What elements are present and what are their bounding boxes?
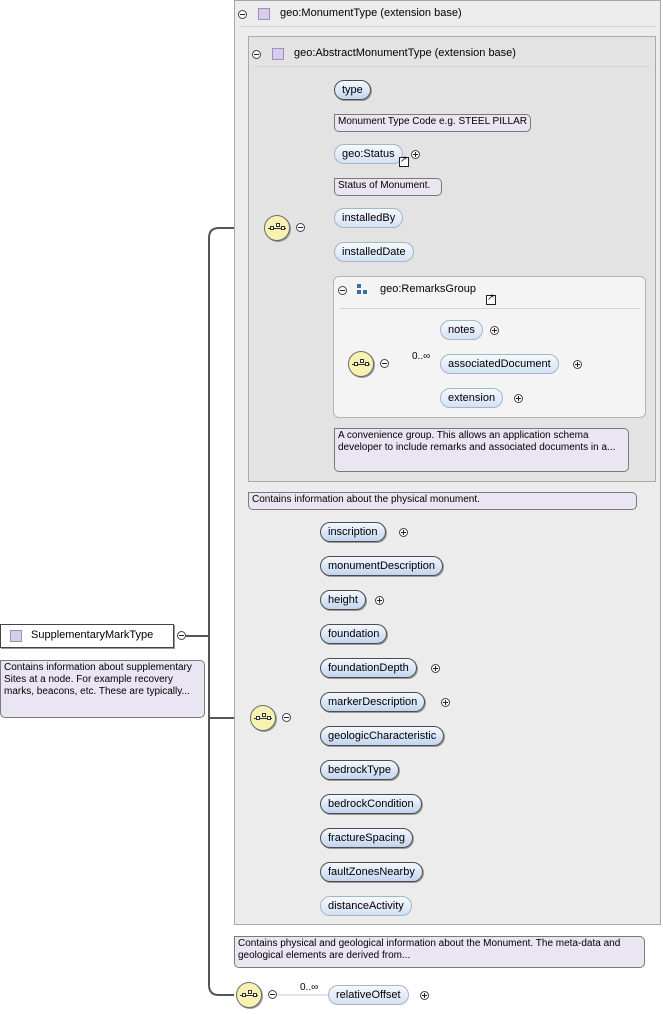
monument-type-annotation: Contains physical and geological informa… bbox=[234, 936, 645, 968]
title-separator bbox=[340, 308, 640, 309]
element-distance-activity[interactable]: distanceActivity bbox=[320, 896, 412, 916]
collapse-sequence-button[interactable] bbox=[268, 990, 277, 999]
reference-link-icon[interactable] bbox=[399, 155, 409, 167]
sequence-compositor-monument[interactable] bbox=[250, 705, 276, 731]
title-separator bbox=[254, 66, 650, 67]
reference-link-icon[interactable] bbox=[486, 293, 496, 305]
title-separator bbox=[240, 26, 656, 27]
expand-notes-button[interactable] bbox=[490, 326, 499, 335]
element-relative-offset[interactable]: relativeOffset bbox=[328, 985, 409, 1005]
offset-cardinality: 0..∞ bbox=[300, 982, 319, 993]
expand-relative-offset-button[interactable] bbox=[420, 991, 429, 1000]
type-annotation: Monument Type Code e.g. STEEL PILLAR bbox=[334, 114, 531, 132]
sequence-compositor-offset[interactable] bbox=[236, 982, 262, 1008]
element-inscription[interactable]: inscription bbox=[320, 522, 386, 542]
sequence-compositor-abstract[interactable] bbox=[264, 215, 290, 241]
complex-type-icon bbox=[10, 630, 22, 642]
root-annotation: Contains information about supplementary… bbox=[0, 660, 205, 718]
element-installed-date[interactable]: installedDate bbox=[334, 242, 414, 262]
root-element-box[interactable]: SupplementaryMarkType bbox=[0, 624, 174, 648]
element-associated-document[interactable]: associatedDocument bbox=[440, 354, 559, 374]
remarks-group-title: geo:RemarksGroup bbox=[380, 283, 476, 295]
element-height[interactable]: height bbox=[320, 590, 366, 610]
element-bedrock-condition[interactable]: bedrockCondition bbox=[320, 794, 422, 814]
expand-extension-button[interactable] bbox=[514, 394, 523, 403]
element-foundation-depth[interactable]: foundationDepth bbox=[320, 658, 417, 678]
element-fault-zones-nearby[interactable]: faultZonesNearby bbox=[320, 862, 423, 882]
root-element-name: SupplementaryMarkType bbox=[31, 629, 154, 641]
element-installed-by[interactable]: installedBy bbox=[334, 208, 404, 228]
element-geologic-characteristic[interactable]: geologicCharacteristic bbox=[320, 726, 445, 746]
collapse-sequence-button[interactable] bbox=[296, 223, 305, 232]
complex-type-icon bbox=[258, 8, 270, 20]
remarks-cardinality: 0..∞ bbox=[412, 351, 431, 362]
collapse-monument-type-button[interactable] bbox=[238, 10, 247, 19]
expand-height-button[interactable] bbox=[375, 596, 384, 605]
monument-type-title: geo:MonumentType (extension base) bbox=[280, 7, 462, 19]
element-geo-status[interactable]: geo:Status bbox=[334, 144, 403, 164]
complex-type-icon bbox=[272, 48, 284, 60]
group-icon bbox=[357, 284, 369, 296]
element-notes[interactable]: notes bbox=[440, 320, 483, 340]
remarks-group-annotation: A convenience group. This allows an appl… bbox=[334, 428, 629, 472]
collapse-root-button[interactable] bbox=[177, 631, 186, 640]
geo-status-annotation: Status of Monument. bbox=[334, 178, 442, 196]
element-monument-description[interactable]: monumentDescription bbox=[320, 556, 443, 576]
expand-marker-description-button[interactable] bbox=[441, 698, 450, 707]
expand-foundation-depth-button[interactable] bbox=[431, 664, 440, 673]
sequence-compositor-remarks[interactable] bbox=[348, 351, 374, 377]
collapse-abstract-monument-type-button[interactable] bbox=[252, 50, 261, 59]
expand-inscription-button[interactable] bbox=[399, 528, 408, 537]
expand-geo-status-button[interactable] bbox=[411, 150, 420, 159]
element-marker-description[interactable]: markerDescription bbox=[320, 692, 426, 712]
abstract-monument-annotation: Contains information about the physical … bbox=[248, 492, 637, 510]
element-extension[interactable]: extension bbox=[440, 388, 504, 408]
collapse-remarks-group-button[interactable] bbox=[338, 286, 347, 295]
collapse-sequence-button[interactable] bbox=[282, 713, 291, 722]
element-fracture-spacing[interactable]: fractureSpacing bbox=[320, 828, 414, 848]
abstract-monument-type-title: geo:AbstractMonumentType (extension base… bbox=[294, 47, 516, 59]
collapse-sequence-button[interactable] bbox=[380, 359, 389, 368]
element-bedrock-type[interactable]: bedrockType bbox=[320, 760, 399, 780]
expand-associated-document-button[interactable] bbox=[573, 360, 582, 369]
element-type[interactable]: type bbox=[334, 80, 371, 100]
element-foundation[interactable]: foundation bbox=[320, 624, 388, 644]
